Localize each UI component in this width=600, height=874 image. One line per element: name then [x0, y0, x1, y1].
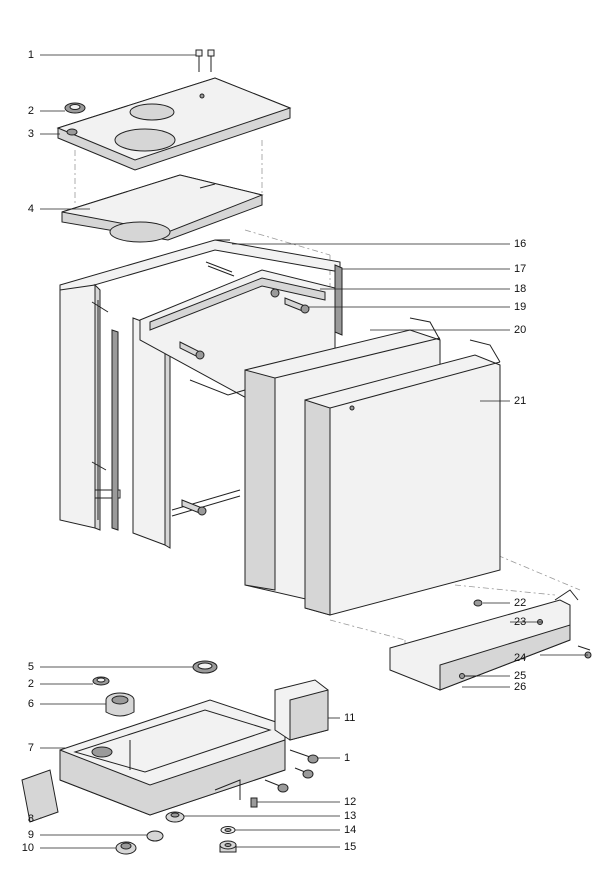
callout-16: 16 — [514, 238, 527, 250]
grommet-top — [64, 102, 86, 114]
callout-13: 13 — [344, 810, 357, 822]
screws-bottom — [264, 749, 319, 793]
flange-6 — [105, 692, 135, 717]
callout-21: 21 — [514, 395, 527, 407]
nut-9 — [146, 830, 164, 842]
callout-12: 12 — [344, 796, 357, 808]
top-cover — [56, 77, 292, 171]
grommet-22 — [473, 599, 483, 607]
callout-9: 9 — [27, 829, 34, 841]
callout-24: 24 — [514, 652, 527, 664]
callout-18: 18 — [514, 283, 527, 295]
callout-23: 23 — [514, 616, 527, 628]
seal-ring-5 — [192, 660, 218, 674]
insulation-plate — [61, 174, 264, 243]
connector-box-11 — [274, 679, 329, 741]
callout-19: 19 — [514, 301, 527, 313]
leader-lines — [40, 54, 588, 849]
callout-5: 5 — [27, 661, 34, 673]
nut-15 — [219, 840, 237, 853]
callout-8: 8 — [27, 813, 34, 825]
grommet-bottom — [92, 676, 110, 686]
side-cover-8 — [21, 769, 59, 823]
callout-10: 10 — [21, 842, 34, 854]
callout-7: 7 — [27, 742, 34, 754]
callout-26: 26 — [514, 681, 527, 693]
callout-2-bottom: 2 — [27, 678, 34, 690]
callout-14: 14 — [344, 824, 357, 836]
washer-14 — [220, 826, 236, 834]
callout-4: 4 — [27, 203, 34, 215]
callout-17: 17 — [514, 263, 527, 275]
callout-25: 25 — [514, 670, 527, 682]
callout-3: 3 — [27, 128, 34, 140]
screws-top — [195, 49, 215, 72]
callout-1-top: 1 — [27, 49, 34, 61]
callout-1-bottom: 1 — [344, 752, 351, 764]
nut-13 — [165, 811, 185, 823]
nut-10 — [115, 841, 137, 855]
side-panel-left — [111, 317, 171, 549]
callout-6: 6 — [27, 698, 34, 710]
base-tray — [59, 699, 286, 816]
callout-22: 22 — [514, 597, 527, 609]
clip-12 — [250, 797, 258, 808]
callout-15: 15 — [344, 841, 357, 853]
assembly-guides — [74, 140, 581, 655]
callout-11: 11 — [344, 712, 356, 724]
callout-2-top: 2 — [27, 105, 34, 117]
vertical-strip — [334, 264, 343, 336]
outer-frame — [59, 239, 341, 531]
front-cover — [304, 339, 501, 616]
callout-20: 20 — [514, 324, 527, 336]
bottom-trim — [389, 589, 592, 691]
pipe-connectors — [179, 261, 310, 516]
